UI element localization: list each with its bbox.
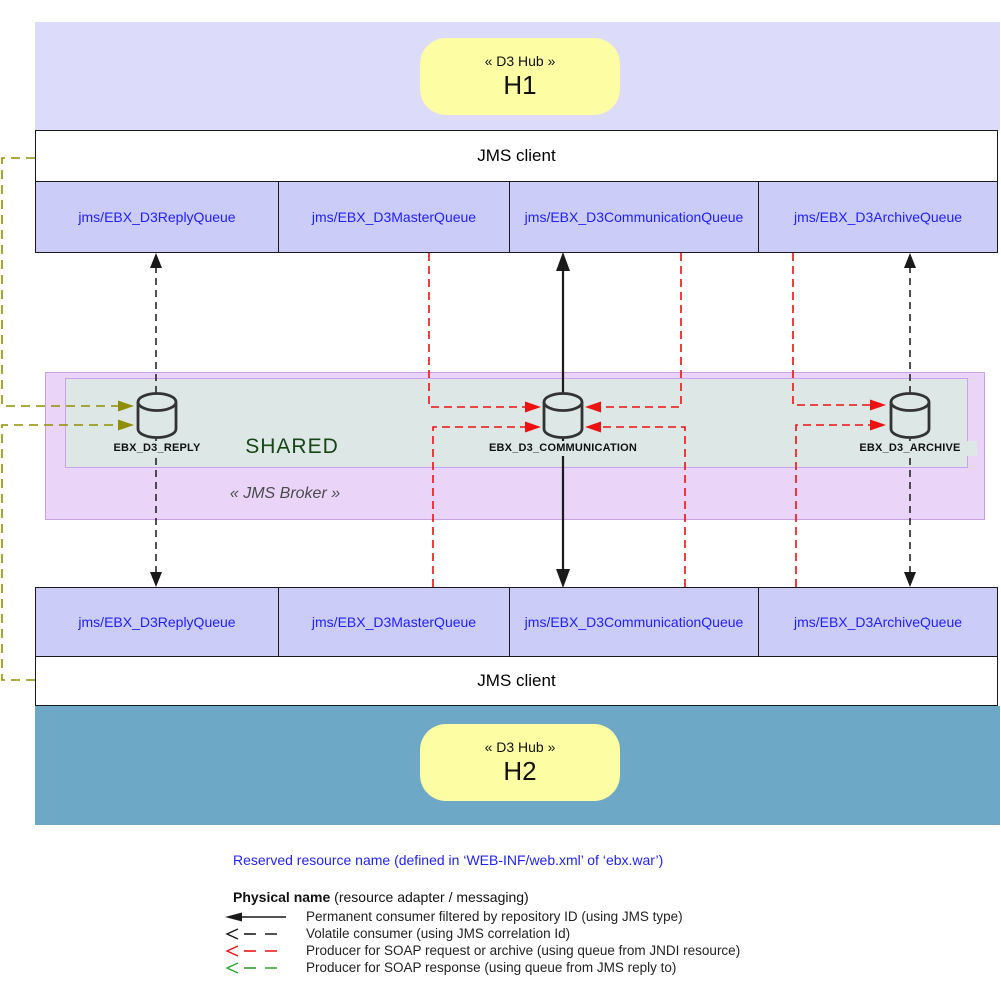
legend-physical-rest: (resource adapter / messaging) (330, 889, 529, 905)
dashed-green-arrow-icon (225, 961, 286, 974)
legend-label: Volatile consumer (using JMS correlation… (306, 926, 571, 941)
queue-bottom-master: jms/EBX_D3MasterQueue (278, 588, 509, 656)
legend-physical-bold: Physical name (233, 889, 331, 905)
queue-top-archive: jms/EBX_D3ArchiveQueue (758, 182, 997, 252)
legend-label: Producer for SOAP response (using queue … (306, 960, 677, 975)
queue-top-master: jms/EBX_D3MasterQueue (278, 182, 509, 252)
hub-h1-stereotype: « D3 Hub » (484, 52, 556, 69)
queue-row-top: jms/EBX_D3ReplyQueue jms/EBX_D3MasterQue… (35, 181, 998, 253)
solid-black-arrow-icon (225, 912, 286, 921)
legend-label: Permanent consumer filtered by repositor… (306, 909, 683, 924)
topic-label-archive: EBX_D3_ARCHIVE (843, 441, 977, 456)
legend-physical-name: Physical name (resource adapter / messag… (233, 889, 529, 905)
jms-client-top-bar: JMS client (35, 130, 998, 182)
dashed-black-arrow-icon (225, 927, 286, 940)
queue-bottom-archive: jms/EBX_D3ArchiveQueue (758, 588, 997, 656)
legend-row-producer-request: Producer for SOAP request or archive (us… (222, 942, 740, 959)
topic-label-reply: EBX_D3_REPLY (95, 441, 219, 456)
legend-row-producer-response: Producer for SOAP response (using queue … (222, 959, 740, 976)
legend-label: Producer for SOAP request or archive (us… (306, 943, 741, 958)
hub-h2-stereotype: « D3 Hub » (484, 738, 556, 755)
legend-reserved-note: Reserved resource name (defined in ‘WEB-… (233, 852, 664, 868)
hub-h2-name: H2 (503, 755, 537, 786)
hub-h1-name: H1 (503, 69, 537, 100)
jms-client-bottom-label: JMS client (477, 671, 556, 690)
queue-bottom-reply: jms/EBX_D3ReplyQueue (78, 614, 236, 630)
jms-client-bottom-bar: JMS client (35, 656, 998, 706)
queue-row-bottom: jms/EBX_D3ReplyQueue jms/EBX_D3MasterQue… (35, 587, 998, 657)
jms-broker-label: « JMS Broker » (229, 485, 341, 502)
hub-h1-badge: « D3 Hub » H1 (420, 38, 620, 115)
jms-client-top-label: JMS client (477, 146, 556, 165)
queue-bottom-communication: jms/EBX_D3CommunicationQueue (509, 588, 758, 656)
hub-h2-badge: « D3 Hub » H2 (420, 724, 620, 801)
dashed-red-arrow-icon (225, 944, 286, 957)
topic-label-communication: EBX_D3_COMMUNICATION (483, 441, 643, 456)
legend: Permanent consumer filtered by repositor… (222, 908, 740, 976)
queue-top-communication: jms/EBX_D3CommunicationQueue (509, 182, 758, 252)
shared-label: SHARED (245, 435, 339, 458)
legend-row-permanent-consumer: Permanent consumer filtered by repositor… (222, 908, 740, 925)
legend-row-volatile-consumer: Volatile consumer (using JMS correlation… (222, 925, 740, 942)
queue-top-reply: jms/EBX_D3ReplyQueue (78, 209, 236, 225)
